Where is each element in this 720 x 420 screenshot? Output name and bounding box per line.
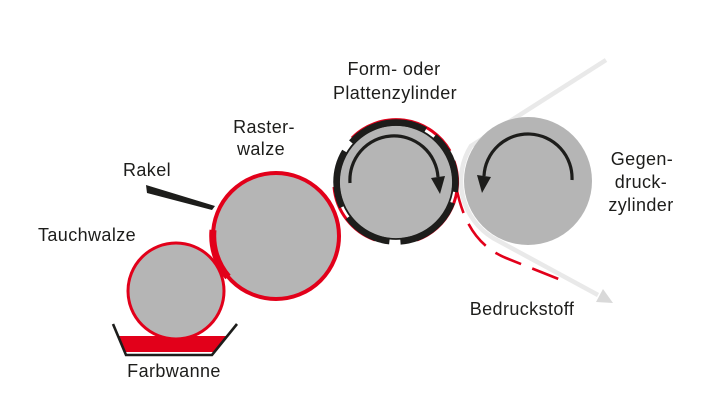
label-rakel: Rakel — [123, 160, 171, 180]
impression-rotation-arrowhead — [477, 175, 491, 193]
tauchwalze-roller — [126, 241, 226, 341]
label-rasterwalze: Raster- walze — [233, 117, 295, 159]
rasterwalze-body — [211, 171, 341, 301]
label-gegendruckzylinder-line3: zylinder — [608, 195, 673, 215]
printing-plates-ring — [333, 119, 459, 245]
label-gegendruckzylinder-line2: druck- — [615, 172, 667, 192]
substrate-line — [458, 58, 608, 297]
impression-rotation-arc — [482, 132, 574, 181]
ink-tray-outline — [111, 323, 239, 357]
label-bedruckstoff: Bedruckstoff — [470, 299, 575, 319]
plate-cylinder — [332, 118, 460, 245]
label-gegendruckzylinder: Gegen- druck- zylinder — [608, 149, 673, 215]
label-gegendruckzylinder-line1: Gegen- — [611, 149, 673, 169]
impression-rotation-arrow-icon — [477, 132, 574, 193]
label-tauchwalze: Tauchwalze — [38, 225, 136, 245]
label-plattenzylinder-line2: Plattenzylinder — [333, 83, 457, 103]
plate-rotation-arrow-icon — [348, 134, 445, 194]
rasterwalze-roller — [209, 171, 341, 301]
substrate-arrow-icon — [596, 289, 613, 303]
ink-tray — [111, 323, 239, 357]
label-plattenzylinder: Form- oder Plattenzylinder — [333, 59, 457, 103]
plate-rotation-arc — [348, 134, 440, 184]
label-farbwanne: Farbwanne — [127, 361, 221, 381]
label-plattenzylinder-line1: Form- oder — [347, 59, 440, 79]
label-rasterwalze-line2: walze — [236, 139, 285, 159]
printed-ink-dashes — [454, 185, 567, 284]
ink-fill — [118, 336, 227, 352]
plate-rotation-arrowhead — [431, 176, 445, 194]
impression-cylinder — [464, 117, 592, 245]
doctor-blade — [146, 185, 215, 210]
label-rasterwalze-line1: Raster- — [233, 117, 295, 137]
ink-transfer-arc — [209, 229, 231, 280]
substrate-web — [458, 58, 613, 303]
